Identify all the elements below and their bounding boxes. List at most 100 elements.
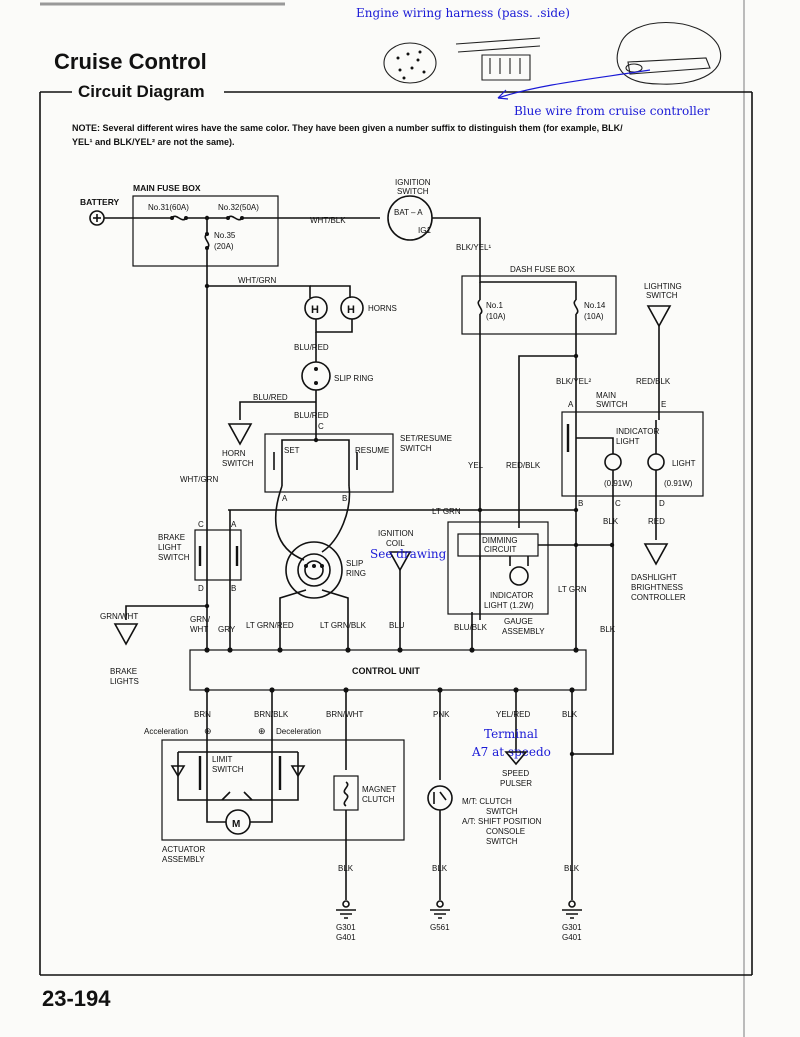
svg-text:BLK: BLK — [564, 864, 580, 873]
svg-text:DASHLIGHT: DASHLIGHT — [631, 573, 677, 582]
svg-text:D: D — [198, 584, 204, 593]
svg-text:MAIN: MAIN — [596, 391, 616, 400]
svg-text:No.14: No.14 — [584, 301, 606, 310]
handwritten-blue-wire: Blue wire from cruise controller — [514, 104, 710, 118]
svg-text:ACTUATOR: ACTUATOR — [162, 845, 205, 854]
svg-text:BLK: BLK — [432, 864, 448, 873]
svg-text:M/T: CLUTCH: M/T: CLUTCH — [462, 797, 512, 806]
svg-text:BLK: BLK — [338, 864, 354, 873]
svg-text:WHT: WHT — [190, 625, 208, 634]
fuse-31-label: No.31(60A) — [148, 203, 189, 212]
svg-text:BLU/RED: BLU/RED — [253, 393, 288, 402]
svg-text:A/T: SHIFT POSITION: A/T: SHIFT POSITION — [462, 817, 542, 826]
fuse-35-label: No.35 — [214, 231, 236, 240]
note-line-2: YEL¹ and BLK/YEL² are not the same). — [72, 137, 235, 147]
handwritten-terminal: Terminal — [484, 727, 538, 741]
lighting-switch: LIGHTING SWITCH — [644, 282, 682, 328]
svg-text:BAT – A: BAT – A — [394, 208, 423, 217]
connector-sketch-1 — [383, 42, 437, 84]
svg-text:LIMIT: LIMIT — [212, 755, 233, 764]
svg-text:BRN/WHT: BRN/WHT — [326, 710, 363, 719]
svg-text:LIGHT: LIGHT — [616, 437, 640, 446]
svg-text:G301: G301 — [562, 923, 582, 932]
svg-text:E: E — [661, 400, 666, 409]
svg-text:(0.91W): (0.91W) — [604, 479, 633, 488]
svg-text:BLK: BLK — [603, 517, 619, 526]
svg-text:DIMMING: DIMMING — [482, 536, 518, 545]
svg-text:IGNITION: IGNITION — [395, 178, 431, 187]
svg-text:M: M — [232, 819, 240, 830]
note-line-1: NOTE: Several different wires have the s… — [72, 123, 623, 133]
svg-text:BLK: BLK — [562, 710, 578, 719]
wire-wht-grn-1: WHT/GRN — [238, 276, 276, 285]
svg-text:BRIGHTNESS: BRIGHTNESS — [631, 583, 683, 592]
svg-text:SLIP: SLIP — [346, 559, 363, 568]
brake-light-switch — [194, 529, 242, 581]
ground-g301-g401-right: G301 G401 — [562, 900, 582, 942]
svg-text:PULSER: PULSER — [500, 779, 532, 788]
svg-text:H: H — [311, 304, 319, 316]
svg-text:SET/RESUME: SET/RESUME — [400, 434, 452, 443]
handwritten-engine-harness: Engine wiring harness (pass. .side) — [356, 6, 570, 20]
svg-text:RED/BLK: RED/BLK — [506, 461, 541, 470]
wire-blk-yel2: BLK/YEL² — [556, 377, 591, 386]
main-switch — [561, 411, 704, 497]
svg-text:HORN: HORN — [222, 449, 246, 458]
svg-text:LIGHT: LIGHT — [158, 543, 182, 552]
svg-text:(20A): (20A) — [214, 242, 234, 251]
svg-text:C: C — [198, 520, 204, 529]
svg-text:SWITCH: SWITCH — [596, 400, 628, 409]
svg-text:C: C — [615, 499, 621, 508]
svg-text:GAUGE: GAUGE — [504, 617, 533, 626]
svg-text:BLU/RED: BLU/RED — [294, 411, 329, 420]
svg-text:LT GRN: LT GRN — [558, 585, 587, 594]
svg-text:YEL/RED: YEL/RED — [496, 710, 530, 719]
svg-text:(10A): (10A) — [486, 312, 506, 321]
dashlight-brightness-controller: DASHLIGHT BRIGHTNESS CONTROLLER — [631, 543, 686, 602]
fuse-32-label: No.32(50A) — [218, 203, 259, 212]
svg-text:C: C — [318, 422, 324, 431]
set-resume-switch — [264, 433, 394, 493]
wire-red-blk: RED/BLK — [636, 377, 671, 386]
wire-yel: YEL — [468, 461, 484, 470]
svg-text:(10A): (10A) — [584, 312, 604, 321]
svg-text:⊕: ⊕ — [204, 726, 212, 736]
wire-grn-wht-1: GRN/WHT — [100, 612, 138, 621]
svg-text:ASSEMBLY: ASSEMBLY — [162, 855, 205, 864]
slip-ring-top: SLIP RING — [301, 361, 373, 391]
svg-text:G401: G401 — [336, 933, 356, 942]
svg-text:A: A — [231, 520, 237, 529]
svg-text:B: B — [231, 584, 236, 593]
svg-text:PNK: PNK — [433, 710, 450, 719]
svg-text:Deceleration: Deceleration — [276, 727, 321, 736]
svg-text:CIRCUIT: CIRCUIT — [484, 545, 517, 554]
svg-text:GRN/: GRN/ — [190, 615, 211, 624]
svg-text:⊕: ⊕ — [258, 726, 266, 736]
svg-text:GRY: GRY — [218, 625, 236, 634]
svg-text:IGNITION: IGNITION — [378, 529, 414, 538]
svg-text:IG1: IG1 — [418, 226, 431, 235]
svg-text:SWITCH: SWITCH — [397, 187, 429, 196]
svg-text:BRAKE: BRAKE — [158, 533, 185, 542]
svg-text:SWITCH: SWITCH — [486, 837, 518, 846]
svg-text:SET: SET — [284, 446, 300, 455]
svg-text:INDICATOR: INDICATOR — [616, 427, 659, 436]
svg-text:INDICATOR: INDICATOR — [490, 591, 533, 600]
wire-lt-grn-red: LT GRN/RED — [246, 621, 294, 630]
light-bulb — [647, 453, 665, 471]
wire-blu-blk: BLU/BLK — [454, 623, 488, 632]
svg-text:CONTROL UNIT: CONTROL UNIT — [352, 666, 420, 676]
svg-text:LIGHTING: LIGHTING — [644, 282, 682, 291]
svg-text:CONTROLLER: CONTROLLER — [631, 593, 686, 602]
wire-blk-yel1: BLK/YEL¹ — [456, 243, 491, 252]
svg-text:SPEED: SPEED — [502, 769, 529, 778]
indicator-light-bulb — [604, 453, 622, 471]
handwritten-see-drawing: See drawing — [370, 547, 447, 561]
main-fuse-box-label: MAIN FUSE BOX — [133, 183, 201, 193]
svg-text:B: B — [342, 494, 347, 503]
svg-text:A: A — [282, 494, 288, 503]
svg-text:A: A — [568, 400, 574, 409]
gauge-assembly — [447, 521, 549, 615]
wire-wht-grn-2: WHT/GRN — [180, 475, 218, 484]
